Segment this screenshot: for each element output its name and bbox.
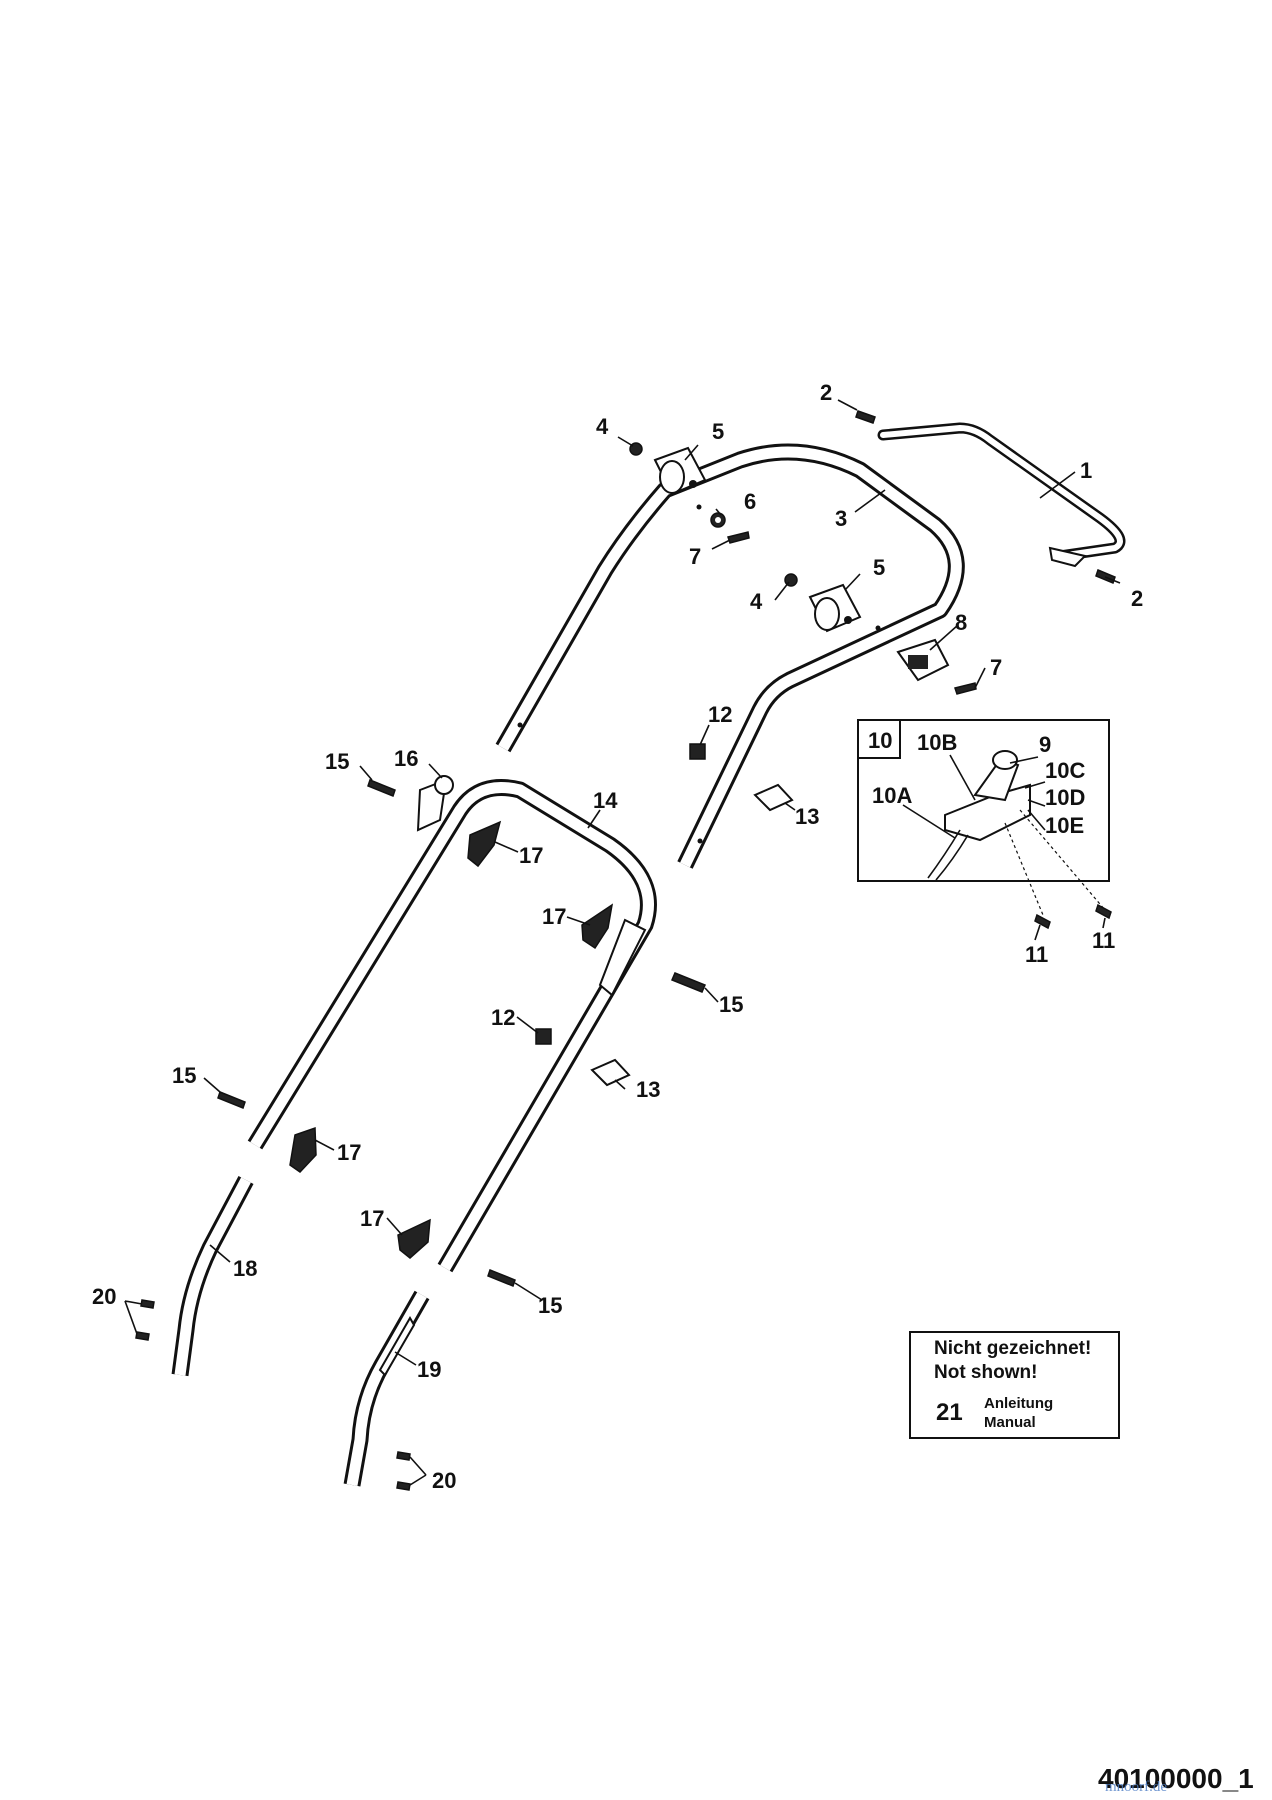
label-17-a: 17 [519,843,543,868]
note-line-en: Not shown! [934,1362,1037,1383]
screws-20-right [396,1451,411,1491]
inset-title-box [857,719,901,759]
label-10b: 10B [917,730,957,755]
inset-title: 10 [868,728,892,753]
clip-13-top [753,783,794,812]
label-20-left: 20 [92,1284,116,1309]
label-14: 14 [593,788,618,813]
label-6: 6 [744,489,756,514]
screws-20-left [135,1299,155,1341]
insert-12-top [689,743,706,760]
screw-11-a [1034,913,1051,930]
note-item-de: Anleitung [984,1395,1053,1412]
washer-6 [710,512,726,528]
label-10d: 10D [1045,785,1085,810]
label-20-right: 20 [432,1468,456,1493]
drawing-number: 40100000_1 [1098,1763,1254,1794]
note-item-number: 21 [936,1399,963,1426]
inset-10: 10 [857,719,1110,916]
cable-clip-8 [896,638,950,682]
part-labels: 1 2 2 3 4 4 5 5 6 7 7 8 9 10A 10B 10C 10… [92,380,1143,1493]
label-11-b: 11 [1092,928,1115,953]
label-18: 18 [233,1256,257,1281]
label-12-bottom: 12 [491,1005,515,1030]
bail-bar [877,422,1126,568]
label-11-a: 11 [1025,942,1048,967]
not-shown-note: Nicht gezeichnet! Not shown! 21 Anleitun… [909,1331,1120,1439]
label-8: 8 [955,610,967,635]
clamp-5-mid [808,583,862,633]
watermark: mnoorf.de [1105,1779,1167,1795]
label-3: 3 [835,506,847,531]
label-13-bottom: 13 [636,1077,660,1102]
knob-17-b [581,903,614,950]
screw-7-top [727,531,750,544]
screw-7-mid [954,682,977,695]
clamp-5-top [653,446,707,496]
knob-17-c [289,1126,317,1173]
label-17-d: 17 [360,1206,384,1231]
label-19: 19 [417,1357,441,1382]
clip-13-bottom [590,1058,631,1087]
label-15-b: 15 [719,992,743,1017]
label-13-top: 13 [795,804,819,829]
label-15-a: 15 [325,749,349,774]
label-17-c: 17 [337,1140,361,1165]
lower-tube-right [343,1290,430,1487]
label-15-d: 15 [538,1293,562,1318]
label-9: 9 [1039,732,1051,757]
label-10e: 10E [1045,813,1084,838]
bolt-15-c [217,1091,246,1109]
screw-2-top [855,410,876,424]
label-4-mid: 4 [750,589,763,614]
label-7-top: 7 [689,544,701,569]
label-10a: 10A [872,783,912,808]
label-2-top: 2 [820,380,832,405]
label-2-bottom: 2 [1131,586,1143,611]
bolt-15-b [671,972,706,993]
label-15-c: 15 [172,1063,196,1088]
label-5-mid: 5 [873,555,885,580]
note-frame [909,1331,1120,1439]
leader-lines [124,399,1121,1486]
label-17-b: 17 [542,904,566,929]
bolt-15-d [487,1269,516,1287]
label-7-mid: 7 [990,655,1002,680]
label-12-top: 12 [708,702,732,727]
note-line-de: Nicht gezeichnet! [934,1338,1091,1359]
insert-12-bottom [535,1028,552,1045]
label-1: 1 [1080,458,1092,483]
lower-handle [247,779,657,1273]
label-10c: 10C [1045,758,1085,783]
screw-11-b [1095,903,1112,920]
knob-17-d [397,1218,431,1259]
bracket-16 [416,775,454,832]
bolt-15-a [367,779,396,797]
label-4-top: 4 [596,414,609,439]
upper-handle [495,443,965,869]
label-16: 16 [394,746,418,771]
label-5-top: 5 [712,419,724,444]
knob-17-a [467,820,502,868]
note-item-en: Manual [984,1414,1036,1431]
lower-tube-left [171,1176,254,1377]
